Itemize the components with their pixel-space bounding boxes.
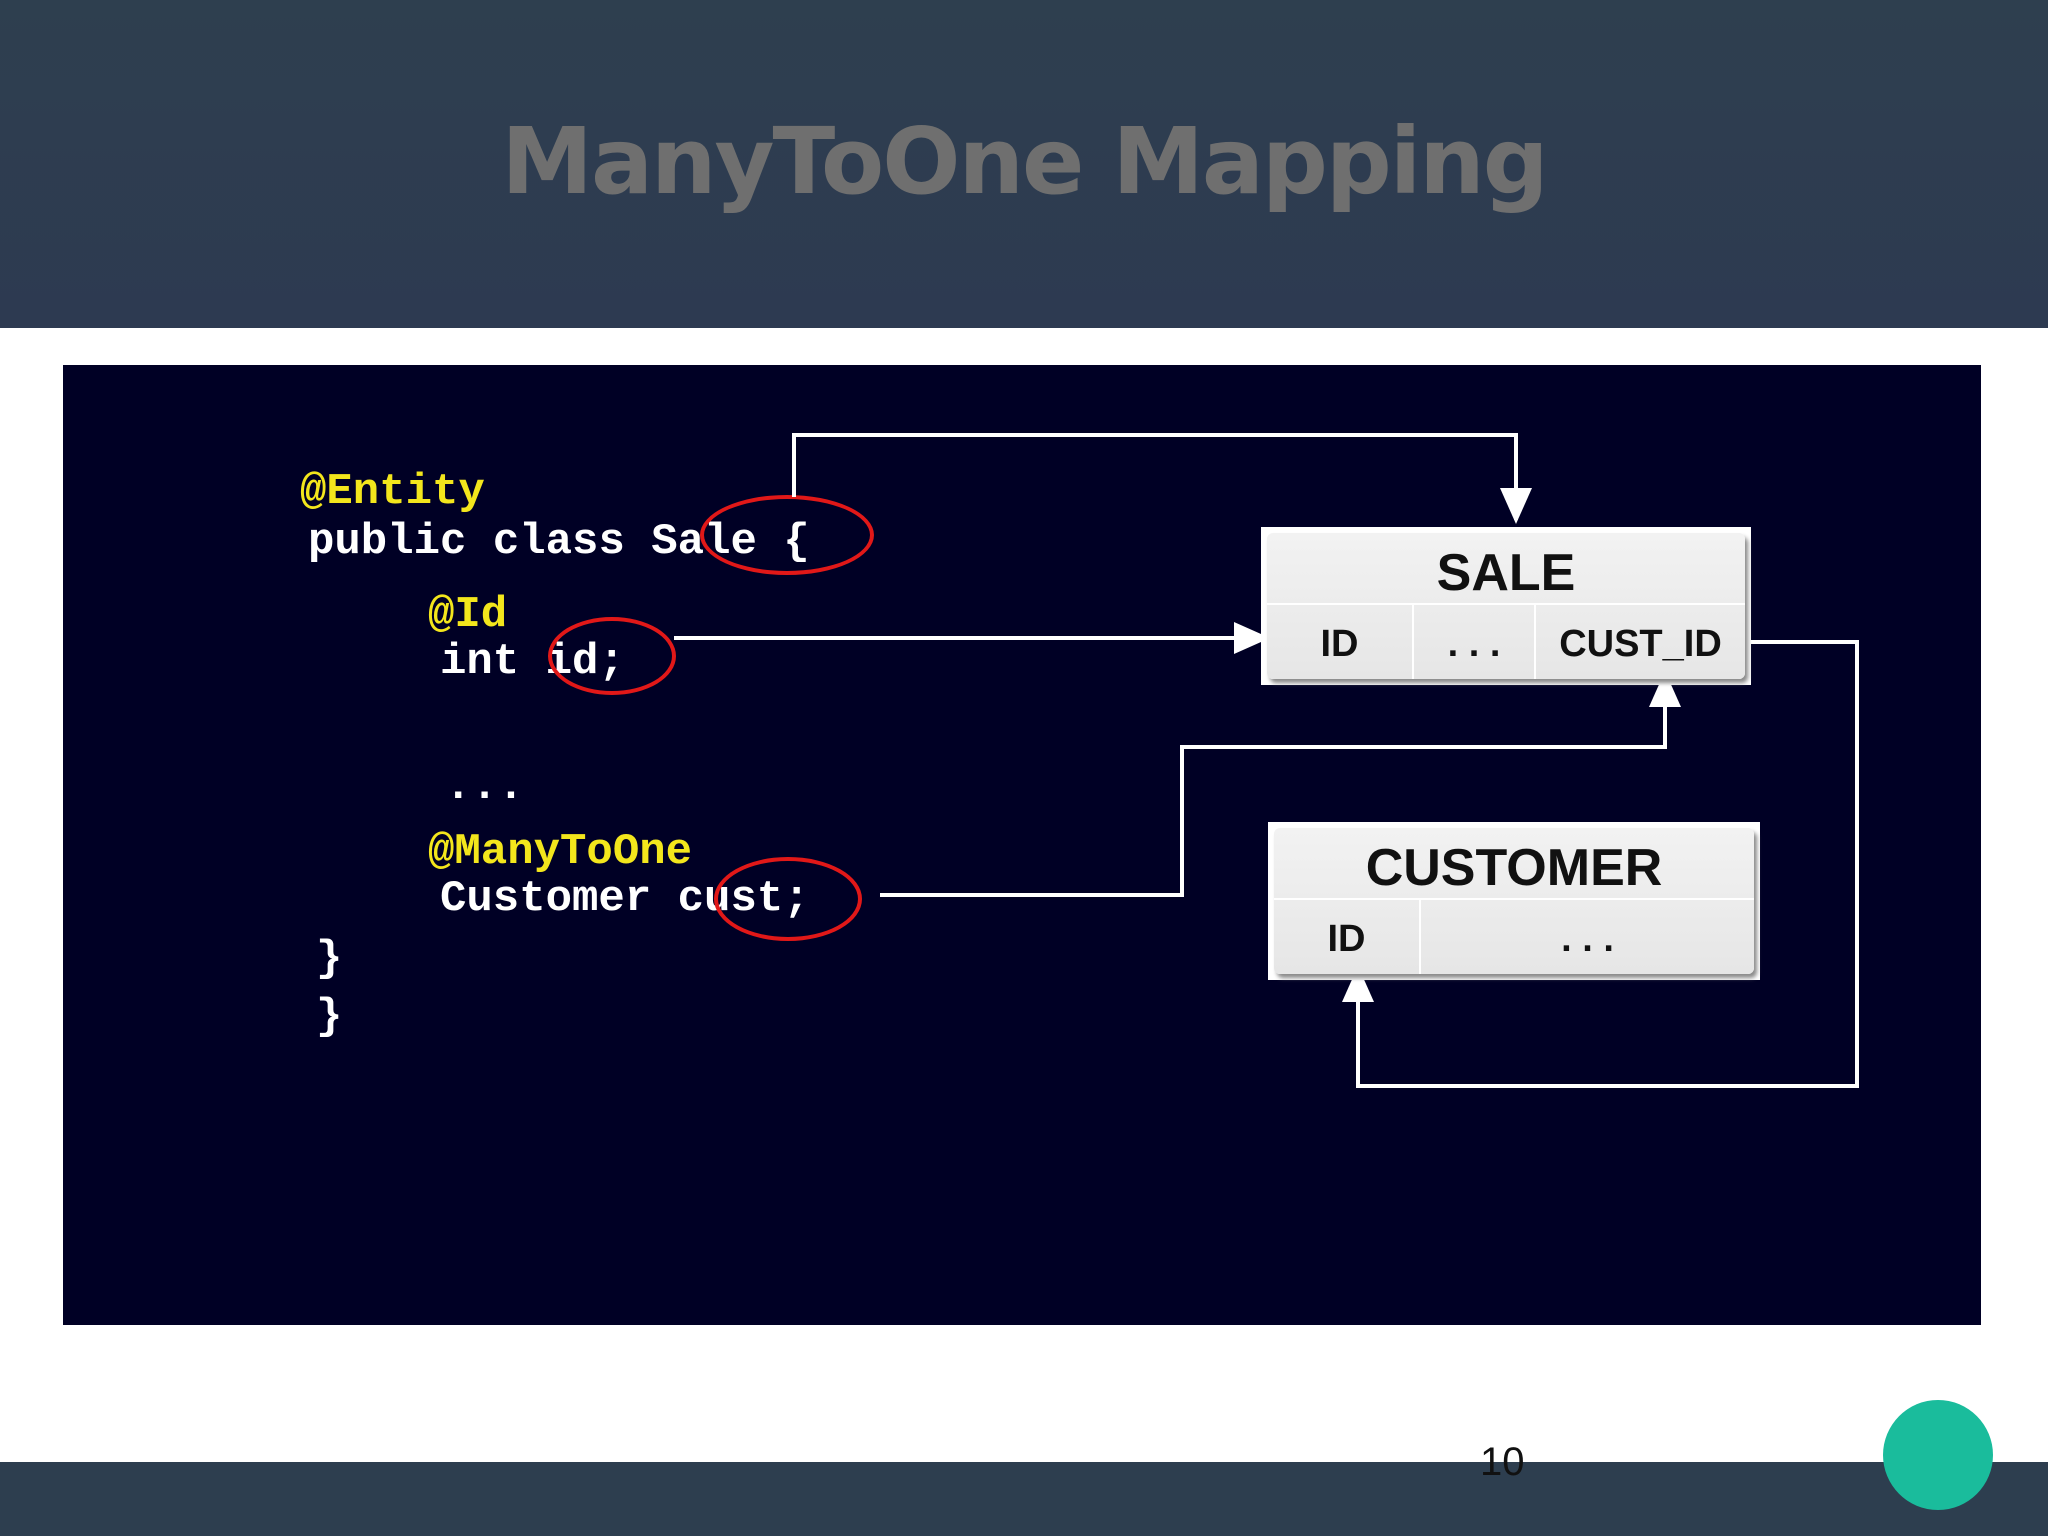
sale-table: SALE ID . . . CUST_ID — [1261, 527, 1751, 685]
cust-type: Customer — [440, 874, 678, 924]
slide-title: ManyToOne Mapping — [501, 108, 1548, 215]
sale-header-divider — [1267, 603, 1745, 605]
sale-table-body: SALE ID . . . CUST_ID — [1267, 533, 1745, 679]
id-type: int — [440, 637, 546, 687]
customer-table-name: CUSTOMER — [1365, 839, 1663, 897]
accent-circle — [1883, 1400, 1993, 1510]
customer-table: CUSTOMER ID . . . — [1268, 822, 1760, 980]
slide-header — [0, 0, 2048, 328]
entity-annotation: @Entity — [300, 467, 485, 517]
id-field-highlight — [548, 617, 676, 695]
customer-col-divider — [1419, 900, 1421, 974]
slide-footer — [0, 1462, 2048, 1536]
close-brace-inner: } — [316, 934, 343, 984]
manytoone-annotation: @ManyToOne — [428, 827, 693, 877]
customer-column-ellipsis: . . . — [1561, 918, 1614, 960]
cust-to-fk-connector — [880, 671, 1681, 897]
sale-table-name: SALE — [1436, 544, 1576, 602]
close-brace-outer: } — [316, 992, 343, 1042]
customer-column-id: ID — [1327, 918, 1366, 960]
sale-col-divider-1 — [1412, 605, 1414, 679]
id-annotation: @Id — [428, 590, 508, 640]
fk-to-customer-id-connector — [1342, 640, 1859, 1088]
class-keyword: public class — [308, 517, 652, 567]
cust-field-highlight — [714, 857, 862, 941]
class-name-highlight — [700, 495, 874, 575]
page-number: 10 — [1480, 1440, 1525, 1484]
sale-column-id: ID — [1320, 623, 1359, 665]
customer-header-divider — [1274, 898, 1754, 900]
customer-table-body: CUSTOMER ID . . . — [1274, 828, 1754, 974]
class-to-table-connector — [792, 433, 1532, 524]
sale-column-cust-id: CUST_ID — [1559, 623, 1722, 665]
sale-col-divider-2 — [1534, 605, 1536, 679]
sale-column-ellipsis: . . . — [1447, 623, 1501, 665]
code-ellipsis: ... — [445, 762, 525, 812]
